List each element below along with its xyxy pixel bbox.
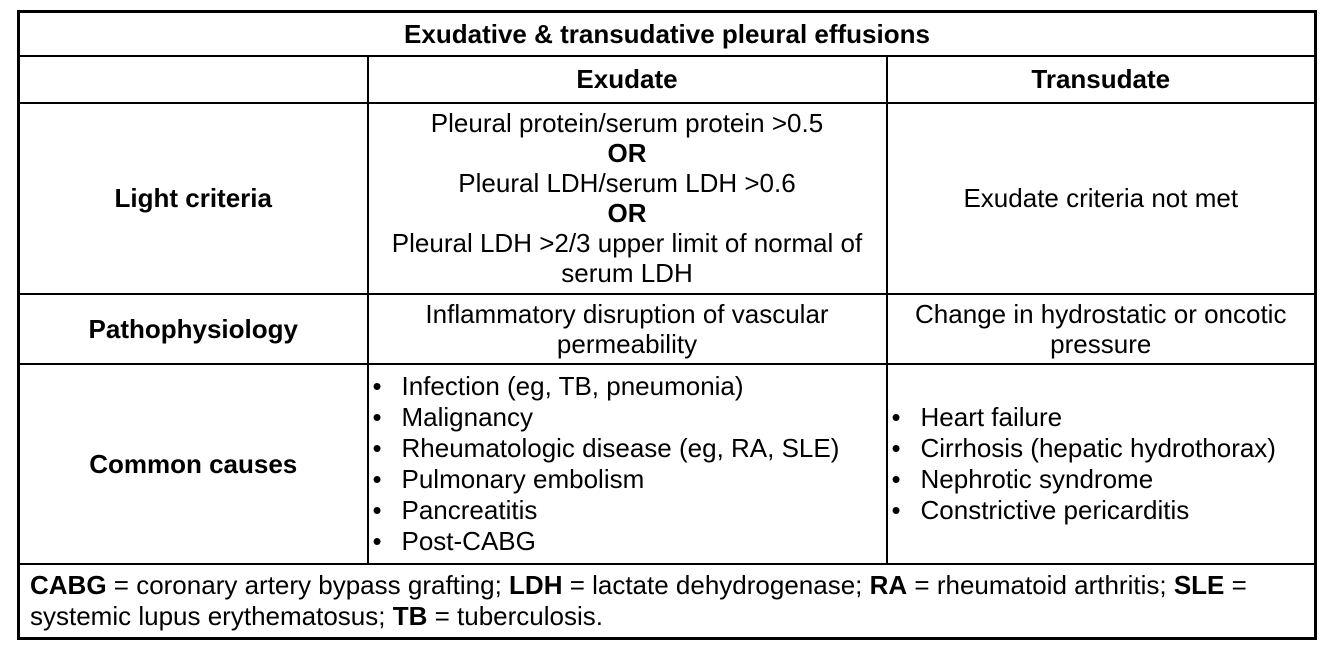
abbreviations-footnote: CABG = coronary artery bypass grafting; … — [17, 562, 1317, 640]
common-causes-transudate-cell: Heart failureCirrhosis (hepatic hydrotho… — [885, 362, 1317, 565]
footnote-segment: CABG — [30, 569, 107, 600]
pleural-effusions-table: Exudative & transudative pleural effusio… — [17, 10, 1318, 640]
exudate-cause-item: Rheumatologic disease (eg, RA, SLE) — [373, 433, 882, 464]
criteria-line: Pleural LDH/serum LDH >0.6 — [458, 168, 796, 198]
footnote-segment: RA — [869, 569, 908, 600]
footnote-segment: = coronary artery bypass grafting; — [106, 569, 510, 600]
common-causes-row: Common causes Infection (eg, TB, pneumon… — [17, 362, 1317, 565]
common-causes-exudate-cell: Infection (eg, TB, pneumonia)MalignancyR… — [366, 362, 888, 565]
transudate-column-header: Transudate — [885, 54, 1317, 104]
transudate-cause-item: Nephrotic syndrome — [892, 464, 1311, 495]
exudate-causes-list: Infection (eg, TB, pneumonia)MalignancyR… — [373, 371, 882, 557]
footnote-segment: LDH — [509, 569, 563, 600]
criteria-line: OR — [607, 198, 647, 228]
exudate-cause-item: Malignancy — [373, 402, 882, 433]
light-criteria-row-label: Light criteria — [17, 101, 369, 295]
transudate-causes-list: Heart failureCirrhosis (hepatic hydrotho… — [892, 402, 1311, 526]
footnote-segment: = lactate dehydrogenase; — [562, 569, 870, 600]
exudate-cause-item: Pancreatitis — [373, 495, 882, 526]
light-criteria-transudate-cell: Exudate criteria not met — [885, 101, 1317, 295]
column-header-row: Exudate Transudate — [17, 54, 1317, 104]
footnote-segment: TB — [392, 600, 428, 631]
footnote-row: CABG = coronary artery bypass grafting; … — [17, 562, 1317, 640]
exudate-cause-item: Pulmonary embolism — [373, 464, 882, 495]
transudate-cause-item: Cirrhosis (hepatic hydrothorax) — [892, 433, 1311, 464]
title-row: Exudative & transudative pleural effusio… — [17, 10, 1317, 57]
pathophysiology-transudate-cell: Change in hydrostatic or oncotic pressur… — [885, 292, 1317, 365]
transudate-cause-item: Constrictive pericarditis — [892, 495, 1311, 526]
footnote-segment: SLE — [1173, 569, 1225, 600]
pathophysiology-row: Pathophysiology Inflammatory disruption … — [17, 292, 1317, 365]
criteria-line: OR — [607, 138, 647, 168]
footnote-segment: = systemic lupus erythematosus; — [30, 569, 1247, 631]
pathophysiology-exudate-cell: Inflammatory disruption of vascular perm… — [366, 292, 888, 365]
exudate-column-header: Exudate — [366, 54, 888, 104]
exudate-cause-item: Post-CABG — [373, 526, 882, 557]
exudate-cause-item: Infection (eg, TB, pneumonia) — [373, 371, 882, 402]
pathophysiology-row-label: Pathophysiology — [17, 292, 369, 365]
table-title: Exudative & transudative pleural effusio… — [17, 10, 1317, 57]
light-criteria-row: Light criteria Pleural protein/serum pro… — [17, 101, 1317, 295]
empty-corner-cell — [17, 54, 369, 104]
footnote-segment: = rheumatoid arthritis; — [907, 569, 1174, 600]
transudate-cause-item: Heart failure — [892, 402, 1311, 433]
criteria-line: Pleural LDH >2/3 upper limit of normal o… — [391, 228, 863, 288]
common-causes-row-label: Common causes — [17, 362, 369, 565]
footnote-segment: = tuberculosis. — [427, 600, 603, 631]
criteria-line: Pleural protein/serum protein >0.5 — [430, 108, 824, 138]
